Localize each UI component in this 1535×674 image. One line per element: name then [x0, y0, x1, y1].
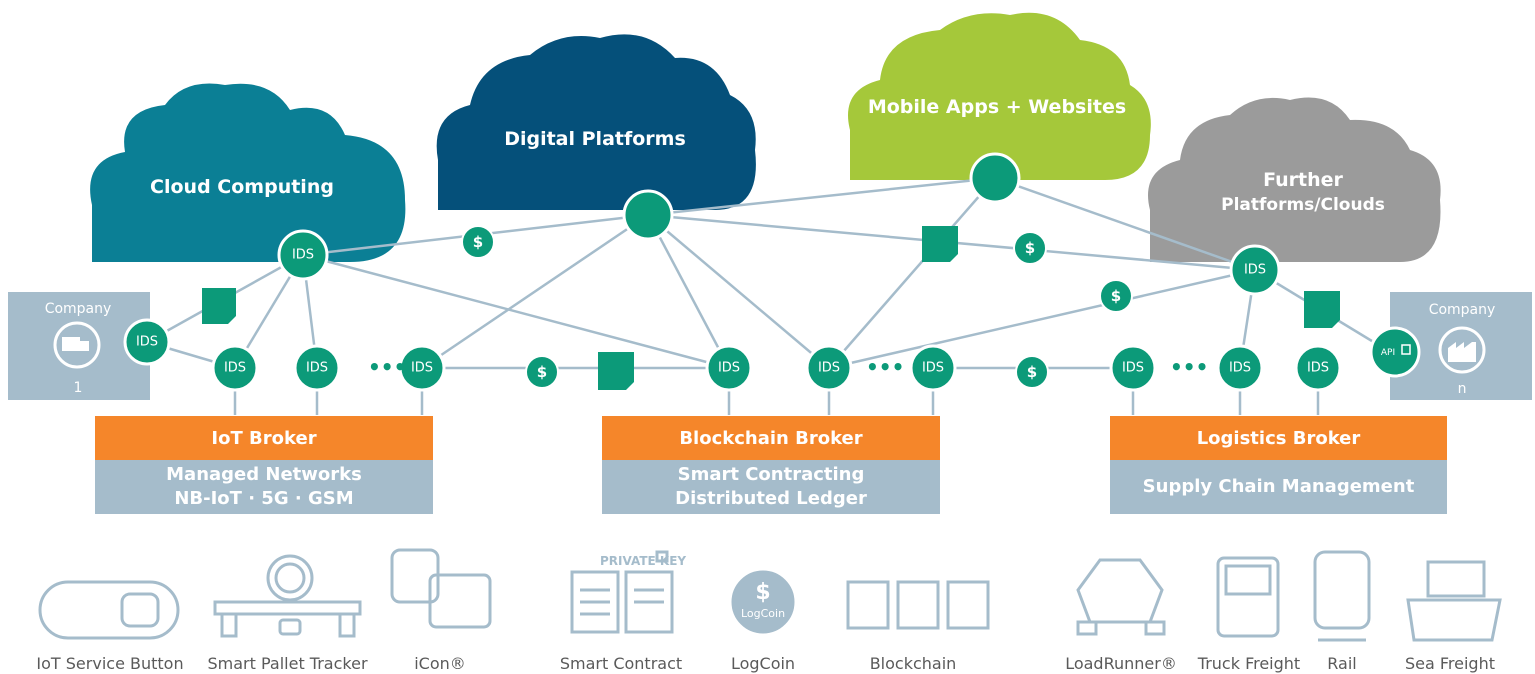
- svg-text:IDS: IDS: [922, 361, 944, 376]
- svg-text:IDS: IDS: [1122, 361, 1144, 376]
- api-label: API: [1381, 348, 1395, 358]
- company-right-title: Company: [1429, 302, 1496, 318]
- blockchain-broker-line2: Distributed Ledger: [675, 488, 867, 509]
- iot-broker-line1: Managed Networks: [166, 464, 362, 485]
- svg-text:IDS: IDS: [306, 361, 328, 376]
- logistics-broker-line1: Supply Chain Management: [1142, 476, 1415, 497]
- coin-1: $: [461, 225, 495, 259]
- company-left-title: Company: [45, 301, 112, 317]
- further-label-line2: Platforms/Clouds: [1221, 195, 1385, 215]
- mobile-apps-hub-node: [969, 152, 1021, 204]
- logcoin-label: LogCoin: [730, 654, 796, 673]
- ids-node-further: IDS: [1229, 244, 1281, 296]
- mobile-apps-cloud: Mobile Apps + Websites: [848, 12, 1151, 181]
- ellipsis-logistics: •••: [1170, 355, 1208, 379]
- digital-platforms-cloud: Digital Platforms: [436, 34, 756, 211]
- svg-text:IDS: IDS: [1244, 263, 1266, 278]
- svg-text:IDS: IDS: [224, 361, 246, 376]
- truck-freight-label: Truck Freight: [1197, 654, 1301, 673]
- rail-label: Rail: [1327, 654, 1357, 673]
- contract-icon: [202, 288, 236, 324]
- ids-node-blockchain-3: IDS: [909, 344, 957, 392]
- blockchain-broker-subtitle: Smart Contracting Distributed Ledger: [602, 460, 940, 514]
- svg-text:$: $: [1111, 287, 1121, 305]
- ids-node-logistics-3: IDS: [1294, 344, 1342, 392]
- loadrunner-label: LoadRunner®: [1065, 654, 1177, 673]
- blockchain-label: Blockchain: [869, 654, 957, 673]
- coin-4: $: [1099, 279, 1133, 313]
- cloud-computing-cloud: Cloud Computing: [90, 83, 406, 262]
- icon-device-label: iCon®: [414, 654, 466, 673]
- ids-node-logistics-1: IDS: [1109, 344, 1157, 392]
- coin-5: $: [1015, 355, 1049, 389]
- cloud-computing-label: Cloud Computing: [150, 176, 334, 198]
- ids-node-logistics-2: IDS: [1216, 344, 1264, 392]
- truck-icon: [53, 321, 101, 369]
- lock-icon: [1401, 344, 1411, 355]
- coin-2: $: [525, 355, 559, 389]
- contract-icon: [598, 352, 634, 390]
- iot-broker-subtitle: Managed Networks NB-IoT · 5G · GSM: [95, 460, 433, 514]
- logcoin-icon: [731, 570, 795, 634]
- blockchain-broker-title: Blockchain Broker: [602, 416, 940, 460]
- svg-text:$: $: [1025, 239, 1035, 257]
- svg-text:IDS: IDS: [411, 361, 433, 376]
- smart-contract-icon: [570, 550, 674, 634]
- iot-broker-line2: NB-IoT · 5G · GSM: [174, 488, 354, 509]
- further-platforms-cloud: Further Platforms/Clouds: [1148, 97, 1441, 262]
- contract-documents: [202, 226, 1340, 390]
- private-key-label: PRIVATE KEY: [600, 554, 686, 568]
- company-right-number: n: [1458, 381, 1467, 397]
- loadrunner-icon: [1076, 558, 1166, 636]
- mobile-apps-label: Mobile Apps + Websites: [868, 96, 1126, 118]
- svg-text:IDS: IDS: [1229, 361, 1251, 376]
- device-icons: [38, 548, 1502, 642]
- blockchain-broker-line1: Smart Contracting: [677, 464, 865, 485]
- svg-text:IDS: IDS: [1307, 361, 1329, 376]
- logcoin-word: LogCoin: [741, 607, 785, 620]
- iot-broker-title: IoT Broker: [95, 416, 433, 460]
- svg-text:$: $: [1027, 363, 1037, 381]
- logcoin-symbol: $: [755, 580, 770, 605]
- ids-node-iot-3: IDS: [398, 344, 446, 392]
- digital-platforms-hub-node: [622, 189, 674, 241]
- ids-node-iot-2: IDS: [293, 344, 341, 392]
- ids-node-blockchain-1: IDS: [705, 344, 753, 392]
- sea-freight-icon: [1406, 560, 1502, 642]
- iot-service-button-label: IoT Service Button: [36, 654, 184, 673]
- rail-icon: [1313, 550, 1371, 642]
- svg-text:IDS: IDS: [292, 248, 314, 263]
- contract-icon: [1304, 291, 1340, 328]
- contract-icon: [922, 226, 958, 262]
- ellipsis-iot: •••: [368, 355, 406, 379]
- svg-text:IDS: IDS: [718, 361, 740, 376]
- factory-icon: [1438, 326, 1486, 374]
- logistics-broker-title: Logistics Broker: [1110, 416, 1447, 460]
- coin-3: $: [1013, 231, 1047, 265]
- blockchain-icon: [846, 580, 990, 630]
- ids-node-company-left: IDS: [123, 318, 171, 366]
- ids-node-iot-1: IDS: [211, 344, 259, 392]
- svg-text:IDS: IDS: [136, 335, 158, 350]
- company-left-number: 1: [74, 380, 83, 396]
- smart-pallet-tracker-icon: [213, 554, 362, 638]
- ids-node-cloud: IDS: [277, 229, 329, 281]
- logistics-broker-subtitle: Supply Chain Management: [1110, 460, 1447, 514]
- icon-device-icon: [390, 548, 492, 629]
- svg-text:$: $: [537, 363, 547, 381]
- api-node: API: [1369, 326, 1421, 378]
- svg-text:IDS: IDS: [818, 361, 840, 376]
- smart-contract-label: Smart Contract: [559, 654, 683, 673]
- svg-text:$: $: [473, 233, 483, 251]
- ellipsis-blockchain: •••: [866, 355, 904, 379]
- ids-node-blockchain-2: IDS: [805, 344, 853, 392]
- truck-freight-icon: [1216, 556, 1280, 638]
- further-label-line1: Further: [1263, 169, 1343, 191]
- digital-platforms-label: Digital Platforms: [504, 128, 686, 150]
- smart-pallet-tracker-label: Smart Pallet Tracker: [207, 654, 368, 673]
- sea-freight-label: Sea Freight: [1404, 654, 1495, 673]
- iot-service-button-icon: [38, 580, 180, 640]
